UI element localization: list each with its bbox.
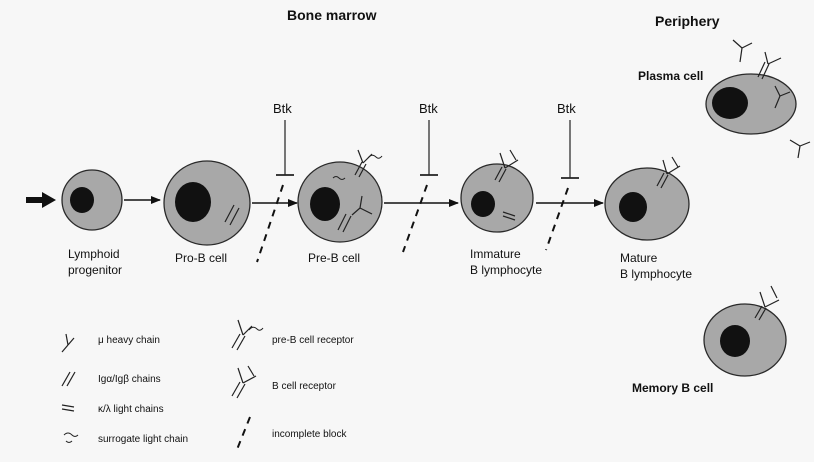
incomplete-block-1 <box>256 184 284 263</box>
surrogate-light-chain-icon <box>63 432 79 443</box>
b-cell-receptor-icon <box>231 365 257 399</box>
legend-ig-alpha-beta: Igα/Igβ chains <box>98 374 161 385</box>
pre-b-cell-label: Pre-B cell <box>308 251 360 265</box>
legend-b-cell-receptor: B cell receptor <box>272 381 337 392</box>
immature-label-1: Immature <box>470 247 521 261</box>
legend-incomplete-block: incomplete block <box>272 429 347 440</box>
lymphoid-progenitor-label-1: Lymphoid <box>68 247 120 261</box>
legend-mu-heavy: μ heavy chain <box>98 335 160 346</box>
pro-b-cell-label: Pro-B cell <box>175 251 227 265</box>
btk-label-3: Btk <box>557 101 576 116</box>
plasma-cell <box>705 39 811 159</box>
pro-b-cell <box>163 160 251 246</box>
entry-arrow <box>26 192 56 208</box>
incomplete-block-3 <box>545 187 569 251</box>
memory-b-cell-label: Memory B cell <box>632 381 713 395</box>
mature-label-1: Mature <box>620 251 658 265</box>
legend-kappa-lambda: κ/λ light chains <box>98 404 164 415</box>
bone-marrow-header: Bone marrow <box>287 7 377 23</box>
pre-b-surrogate-inside <box>332 176 346 180</box>
incomplete-block-icon <box>235 416 251 453</box>
kappa-lambda-icon <box>61 404 75 412</box>
legend-pre-b-receptor: pre-B cell receptor <box>272 335 354 346</box>
btk-label-2: Btk <box>419 101 438 116</box>
incomplete-block-2 <box>402 184 428 253</box>
immature-b-cell <box>460 149 534 233</box>
legend: μ heavy chain Igα/Igβ chains κ/λ light c… <box>61 319 354 453</box>
memory-b-cell <box>703 285 787 377</box>
mature-label-2: B lymphocyte <box>620 267 692 281</box>
lymphoid-progenitor-label-2: progenitor <box>68 263 122 277</box>
plasma-cell-label: Plasma cell <box>638 69 703 83</box>
mu-heavy-chain-icon <box>61 333 75 353</box>
periphery-header: Periphery <box>655 13 720 29</box>
immature-label-2: B lymphocyte <box>470 263 542 277</box>
pre-b-cell <box>297 149 383 243</box>
ig-alpha-beta-icon <box>61 371 76 387</box>
lymphoid-progenitor-cell <box>61 169 123 231</box>
btk-label-1: Btk <box>273 101 292 116</box>
mature-b-cell <box>604 156 690 241</box>
pre-b-receptor-icon <box>231 319 264 351</box>
legend-surrogate: surrogate light chain <box>98 434 188 445</box>
